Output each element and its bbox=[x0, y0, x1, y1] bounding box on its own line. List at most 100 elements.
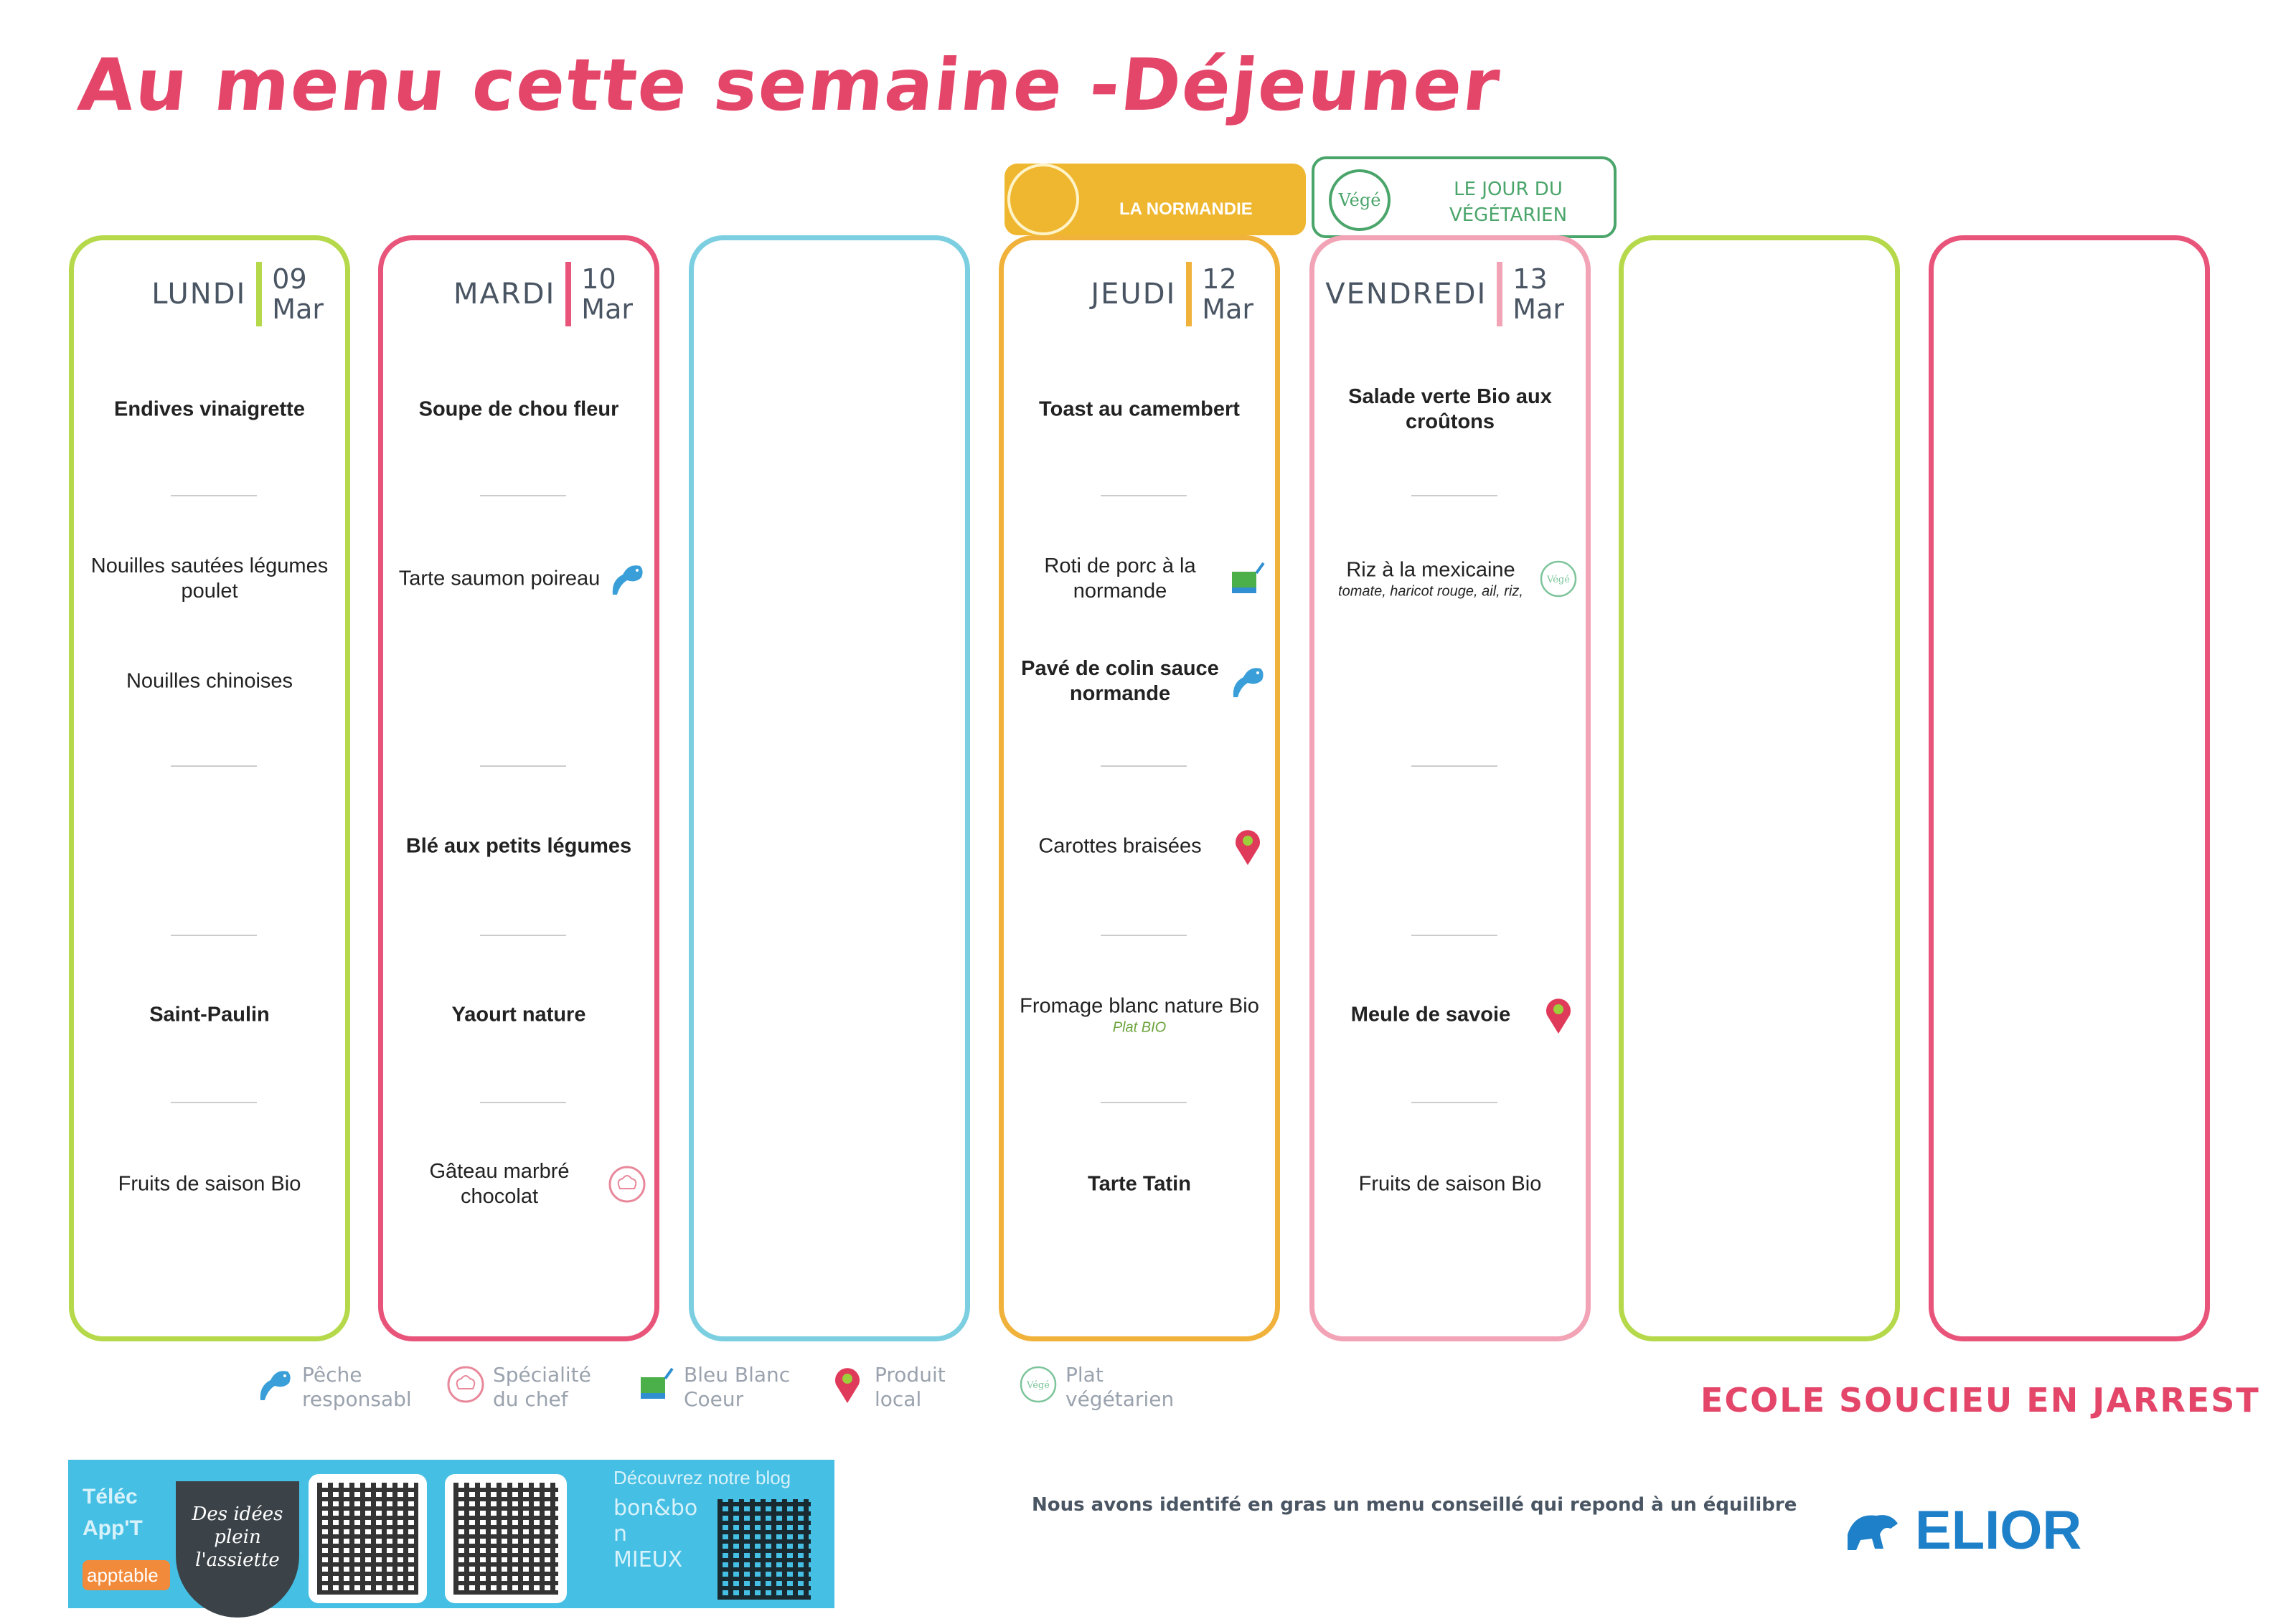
balance-note: Nous avons identifé en gras un menu cons… bbox=[1032, 1494, 1797, 1516]
day-name: JEUDI bbox=[1091, 278, 1177, 311]
divider-bar bbox=[1186, 262, 1192, 326]
svg-text:Végé: Végé bbox=[1546, 575, 1570, 585]
day-column-empty bbox=[689, 235, 970, 1341]
dish-main1: Nouilles sautées légumes poulet bbox=[90, 554, 329, 603]
elior-logo: ELIOR bbox=[1840, 1499, 2081, 1562]
chef-icon bbox=[607, 1164, 647, 1204]
dish-note: tomate, haricot rouge, ail, riz, bbox=[1338, 583, 1523, 600]
download-text: Téléc App'T bbox=[83, 1485, 143, 1540]
app-button[interactable]: apptable bbox=[83, 1560, 170, 1590]
dish-dessert: Tarte Tatin bbox=[1088, 1172, 1191, 1196]
svg-text:Végé: Végé bbox=[1026, 1380, 1050, 1391]
school-name: ECOLE SOUCIEU EN JARREST bbox=[1700, 1381, 2260, 1420]
course-divider bbox=[480, 765, 566, 767]
legend-item-vege: Végé Plat végétarien bbox=[1018, 1363, 1187, 1412]
dish-starter: Salade verte Bio aux croûtons bbox=[1348, 385, 1552, 433]
bowl-logo: Des idées plein l'assiette bbox=[176, 1481, 299, 1618]
fish-icon bbox=[1228, 661, 1268, 702]
legend-label: Spécialité du chef bbox=[493, 1363, 591, 1411]
legend-item-fish: Pêche responsabl bbox=[255, 1363, 424, 1412]
dish-main2: Nouilles chinoises bbox=[126, 669, 293, 693]
course-divider bbox=[480, 1102, 566, 1103]
course-divider bbox=[171, 495, 257, 496]
dish-dessert: Fruits de saison Bio bbox=[118, 1172, 301, 1196]
vege-icon: Végé bbox=[1018, 1363, 1058, 1412]
bbc-icon bbox=[1228, 559, 1268, 599]
course-divider bbox=[480, 935, 566, 936]
vegetarian-day-label: LE JOUR DU VÉGÉTARIEN bbox=[1449, 179, 1568, 226]
divider-bar bbox=[565, 262, 572, 326]
blog-title: Découvrez notre blog bbox=[613, 1467, 791, 1488]
dish-note: Plat BIO bbox=[1112, 1019, 1167, 1036]
page-title: Au menu cette semaine -Déjeuner bbox=[74, 43, 1505, 127]
pin-icon bbox=[1538, 995, 1578, 1035]
bbc-icon bbox=[636, 1363, 677, 1412]
course-divider bbox=[1411, 935, 1497, 936]
legend-label: Plat végétarien bbox=[1065, 1363, 1175, 1411]
dish-starter: Endives vinaigrette bbox=[114, 397, 305, 421]
day-name: VENDREDI bbox=[1325, 278, 1487, 311]
course-divider bbox=[1411, 765, 1497, 767]
blog-logo: bon&bon MIEUX bbox=[613, 1496, 698, 1572]
dish-dessert: Gâteau marbré chocolat bbox=[429, 1160, 570, 1208]
course-divider bbox=[1101, 935, 1187, 936]
dish-side: Carottes braisées bbox=[1038, 834, 1202, 858]
pin-icon bbox=[827, 1363, 867, 1412]
legend-label: Bleu Blanc Coeur bbox=[684, 1363, 791, 1411]
legend: Pêche responsabl Spécialité du chef Bleu B… bbox=[255, 1363, 1187, 1412]
divider-bar bbox=[1497, 262, 1503, 326]
course-divider bbox=[1411, 1102, 1497, 1103]
vege-icon: Végé bbox=[1538, 559, 1578, 599]
fish-icon bbox=[607, 559, 647, 599]
legend-item-bbc: Bleu Blanc Coeur bbox=[636, 1363, 806, 1412]
dish-starter: Soupe de chou fleur bbox=[418, 397, 619, 421]
day-column-empty bbox=[1619, 235, 1900, 1341]
day-name: LUNDI bbox=[151, 278, 247, 311]
dish-cheese: Meule de savoie bbox=[1350, 1003, 1511, 1026]
fish-icon bbox=[255, 1363, 295, 1412]
dish-main2: Pavé de colin sauce normande bbox=[1021, 657, 1219, 705]
qr-code-blog[interactable] bbox=[718, 1499, 811, 1600]
chef-icon bbox=[446, 1363, 486, 1412]
dish-starter: Toast au camembert bbox=[1039, 397, 1240, 421]
dish-cheese: Saint-Paulin bbox=[149, 1003, 270, 1026]
divider-bar bbox=[256, 262, 263, 326]
course-divider bbox=[1411, 495, 1497, 496]
dish-main1: Tarte saumon poireau bbox=[398, 567, 601, 590]
legend-item-pin: Produit local bbox=[827, 1363, 997, 1412]
day-column-empty bbox=[1929, 235, 2210, 1341]
course-divider bbox=[171, 935, 257, 936]
qr-code-app-store[interactable] bbox=[309, 1474, 427, 1603]
cheese-icon bbox=[1007, 164, 1079, 235]
legend-label: Pêche responsabl bbox=[302, 1363, 412, 1411]
app-banner[interactable]: Téléc App'T apptable Des idées plein l'a… bbox=[68, 1460, 834, 1618]
day-name: MARDI bbox=[453, 278, 556, 311]
vegetarian-day-badge: Végé LE JOUR DU VÉGÉTARIEN bbox=[1312, 156, 1617, 238]
course-divider bbox=[1101, 1102, 1187, 1103]
brand-name: ELIOR bbox=[1915, 1500, 2082, 1561]
qr-code-play-store[interactable] bbox=[445, 1474, 567, 1603]
pin-icon bbox=[1228, 826, 1268, 867]
normandie-label: LA NORMANDIE bbox=[1119, 199, 1253, 219]
dish-dessert: Fruits de saison Bio bbox=[1358, 1172, 1542, 1196]
dish-cheese: Yaourt nature bbox=[451, 1003, 586, 1026]
normandie-badge: LA NORMANDIE bbox=[1004, 164, 1306, 235]
dish-side: Blé aux petits légumes bbox=[405, 834, 632, 858]
course-divider bbox=[480, 495, 566, 496]
bull-icon bbox=[1848, 1514, 1898, 1550]
course-divider bbox=[171, 765, 257, 767]
